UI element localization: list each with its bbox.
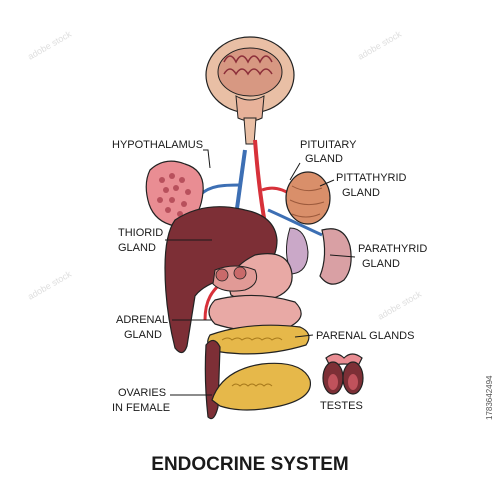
label-thiorid-line1: THIORID (118, 227, 163, 239)
svg-text:adobe stock: adobe stock (26, 29, 73, 62)
intestines (208, 253, 302, 332)
label-parathyrid-line1: PARATHYRID (358, 243, 427, 255)
label-testes: TESTES (320, 400, 363, 412)
label-pituitary-line2: GLAND (305, 153, 343, 165)
label-adrenal-line1: ADRENAL (116, 314, 168, 326)
label-parathyrid-line2: GLAND (362, 258, 400, 270)
ovaries-organ (211, 362, 312, 411)
brain-illustration (205, 36, 295, 145)
label-parenal-glands: PARENAL GLANDS (316, 330, 414, 342)
svg-text:adobe stock: adobe stock (26, 269, 73, 302)
label-pittathyrid-line1: PITTATHYRID (336, 172, 407, 184)
leader-lines (165, 149, 356, 396)
label-ovaries-line2: IN FEMALE (112, 402, 170, 414)
svg-text:adobe stock: adobe stock (376, 289, 423, 322)
parathyrid-gland (286, 227, 352, 285)
label-thiorid-line2: GLAND (118, 242, 156, 254)
label-hypothalamus: HYPOTHALAMUS (112, 139, 203, 151)
svg-text:adobe stock: adobe stock (356, 29, 403, 62)
label-ovaries-line1: OVARIES (118, 387, 166, 399)
label-pittathyrid-line2: GLAND (342, 187, 380, 199)
label-adrenal-line2: GLAND (124, 329, 162, 341)
pittathyrid-gland (285, 171, 331, 225)
stock-id: 1783642494 (485, 375, 494, 420)
testes-organ (322, 353, 364, 395)
reproductive-organ (204, 339, 221, 420)
label-pituitary-line1: PITUITARY (300, 139, 357, 151)
diagram-title: ENDOCRINE SYSTEM (151, 454, 348, 475)
parenal-glands (207, 324, 310, 355)
